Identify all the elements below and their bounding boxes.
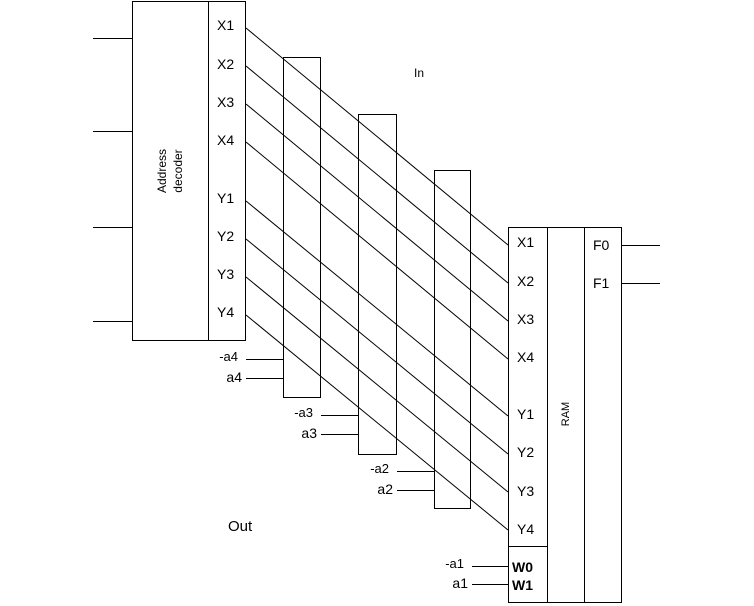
wire-y4 bbox=[245, 314, 509, 531]
wire-x1 bbox=[245, 27, 509, 246]
decoder-label-2: decoder bbox=[171, 149, 185, 192]
ram-port-x3: X3 bbox=[517, 311, 534, 327]
decoder-port-y4: Y4 bbox=[217, 304, 234, 320]
in-annotation: In bbox=[414, 66, 424, 80]
decoder-port-y1: Y1 bbox=[217, 190, 234, 206]
wire-y3 bbox=[245, 276, 509, 493]
control-label-a1: a1 bbox=[452, 575, 468, 591]
control-label-neg-a3: -a3 bbox=[294, 405, 313, 420]
decoder-port-x4: X4 bbox=[217, 132, 234, 148]
switch-bar-a2 bbox=[434, 170, 471, 509]
control-label-neg-a1: -a1 bbox=[445, 556, 464, 571]
control-label-a4: a4 bbox=[226, 369, 242, 385]
ram-write-port-w0: W0 bbox=[512, 559, 533, 575]
ram-port-x2: X2 bbox=[517, 273, 534, 289]
decoder-port-x2: X2 bbox=[217, 56, 234, 72]
decoder-label-1: Address bbox=[155, 149, 169, 193]
decoder-port-column bbox=[208, 1, 246, 341]
ram-label: RAM bbox=[560, 402, 572, 426]
ram-output-column bbox=[584, 227, 622, 603]
switch-bar-a3 bbox=[358, 114, 397, 455]
ram-output-f0: F0 bbox=[593, 237, 610, 253]
switch-bar-a4 bbox=[283, 57, 321, 398]
ram-output-f1: F1 bbox=[593, 275, 610, 291]
control-label-a3: a3 bbox=[301, 425, 317, 441]
control-label-a2: a2 bbox=[377, 481, 393, 497]
ram-write-port-w1: W1 bbox=[512, 577, 533, 593]
wire-x4 bbox=[245, 141, 509, 360]
ram-port-y1: Y1 bbox=[517, 406, 534, 422]
wire-x2 bbox=[245, 65, 509, 284]
control-label-neg-a4: -a4 bbox=[219, 349, 238, 364]
ram-port-x1: X1 bbox=[517, 234, 534, 250]
control-label-neg-a2: -a2 bbox=[370, 461, 389, 476]
ram-port-y4: Y4 bbox=[517, 521, 534, 537]
wire-y2 bbox=[245, 238, 509, 455]
out-annotation: Out bbox=[228, 518, 253, 535]
ram-port-y2: Y2 bbox=[517, 444, 534, 460]
decoder-port-x1: X1 bbox=[217, 17, 234, 33]
ram-port-y3: Y3 bbox=[517, 483, 534, 499]
wire-y1 bbox=[245, 200, 509, 417]
decoder-port-y2: Y2 bbox=[217, 228, 234, 244]
wire-x3 bbox=[245, 103, 509, 322]
decoder-port-x3: X3 bbox=[217, 94, 234, 110]
decoder-port-y3: Y3 bbox=[217, 266, 234, 282]
ram-port-x4: X4 bbox=[517, 349, 534, 365]
